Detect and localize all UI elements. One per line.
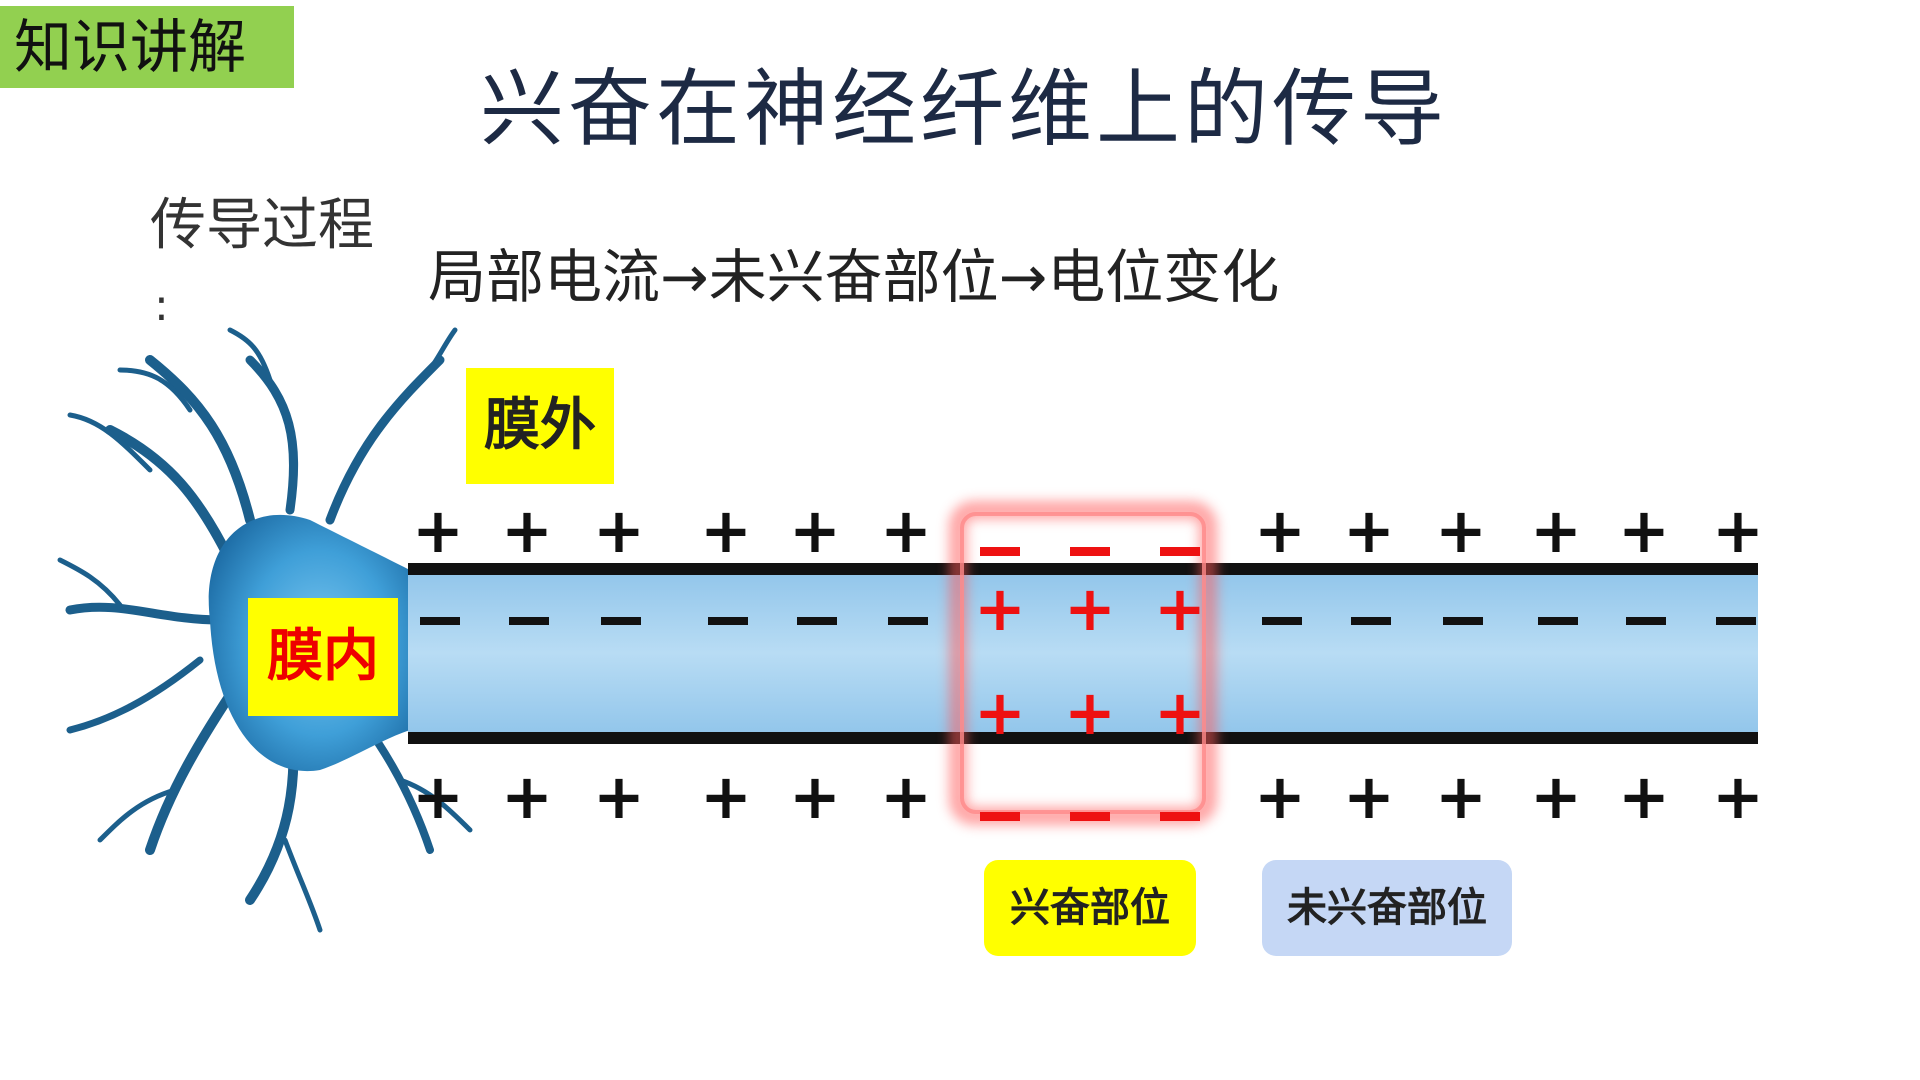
process-description: 局部电流→未兴奋部位→电位变化 [428,243,1280,311]
membrane-top [408,563,1758,575]
inside-negative-charges [420,617,1756,625]
svg-text:+: + [974,676,1026,749]
excited-region-label: 兴奋部位 [984,860,1196,956]
process-label: 传导过程 [150,193,374,258]
svg-text:+: + [412,760,464,833]
outer-membrane-label: 膜外 [466,368,614,484]
svg-text:+: + [412,494,464,567]
page-title: 兴奋在神经纤维上的传导 [480,60,1449,158]
svg-text:+: + [1712,760,1764,833]
membrane-bottom [408,732,1758,744]
svg-text:+: + [1530,494,1582,567]
excited-outside-negative-charges [980,547,1200,821]
svg-text:+: + [880,494,932,567]
svg-text:+: + [700,760,752,833]
svg-text:+: + [593,760,645,833]
svg-text:+: + [1435,760,1487,833]
outside-positive-charges-top: + + + + + + + + + + + + [412,494,1764,567]
unexcited-region-label: 未兴奋部位 [1262,860,1512,956]
svg-text:+: + [880,760,932,833]
svg-text:+: + [1154,676,1206,749]
svg-text:+: + [1254,494,1306,567]
svg-text:+: + [974,572,1026,645]
svg-text:+: + [1064,676,1116,749]
svg-text:+: + [789,494,841,567]
svg-text:+: + [1254,760,1306,833]
svg-text:+: + [1343,760,1395,833]
svg-text:+: + [1530,760,1582,833]
svg-text:+: + [501,494,553,567]
axon-body [408,566,1758,740]
process-colon: : [154,280,169,331]
svg-text:+: + [1064,572,1116,645]
svg-text:+: + [1712,494,1764,567]
svg-text:+: + [1618,760,1670,833]
outside-positive-charges-bottom: + + + + + + + + + + + + [412,760,1764,833]
excited-inside-positive-charges: + + + + + + [974,572,1206,749]
section-tag: 知识讲解 [0,6,294,88]
svg-text:+: + [1154,572,1206,645]
svg-text:+: + [1343,494,1395,567]
svg-text:+: + [700,494,752,567]
svg-text:+: + [789,760,841,833]
svg-text:+: + [501,760,553,833]
svg-text:+: + [1435,494,1487,567]
inner-membrane-label: 膜内 [248,598,398,716]
svg-text:+: + [593,494,645,567]
svg-text:+: + [1618,494,1670,567]
